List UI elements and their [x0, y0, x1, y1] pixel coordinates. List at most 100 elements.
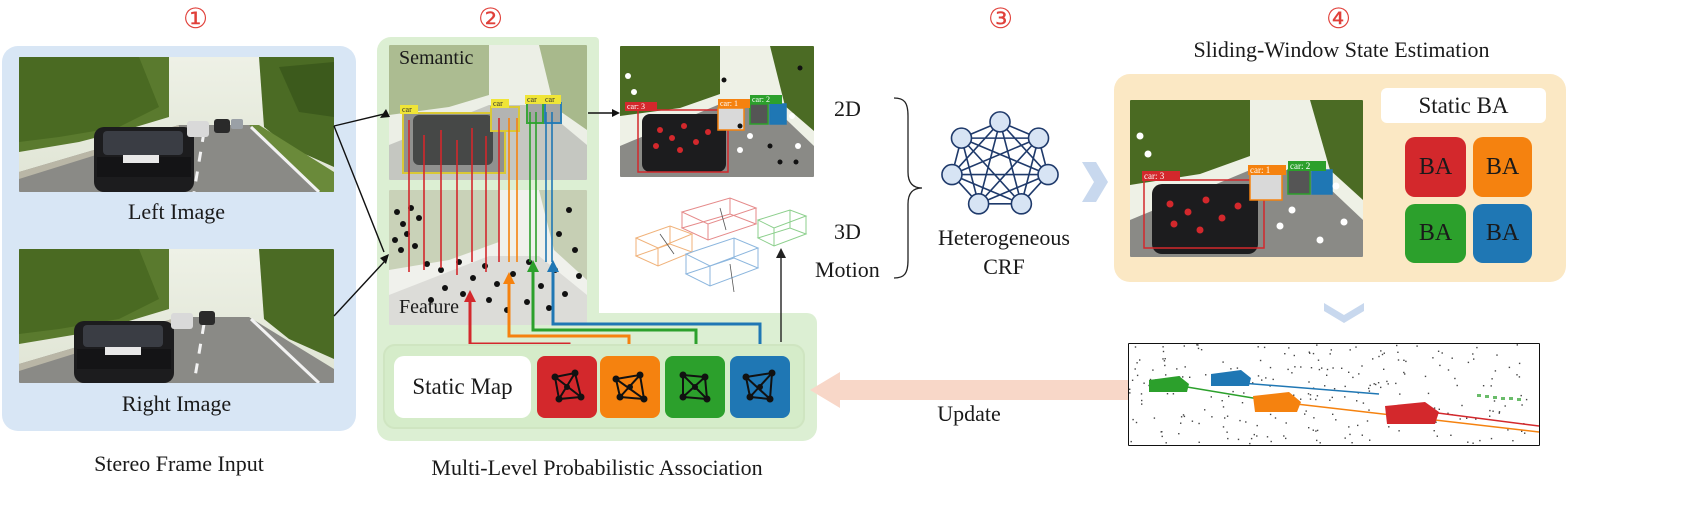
map-point	[1272, 378, 1274, 381]
map-point	[1287, 368, 1289, 371]
map-point	[1368, 409, 1370, 411]
map-point	[1378, 355, 1380, 358]
map-point	[1221, 400, 1223, 402]
map-point	[1403, 371, 1405, 374]
map-point	[1312, 429, 1314, 431]
map-point	[1316, 395, 1319, 397]
map-point	[1368, 390, 1371, 392]
map-point	[1369, 439, 1371, 441]
map-point	[1165, 374, 1167, 376]
map-point	[1494, 370, 1497, 372]
map-point	[1307, 393, 1310, 395]
dynamic-map-red	[537, 356, 597, 418]
map-point	[1129, 388, 1131, 390]
map-point	[1305, 410, 1307, 412]
graph-icon	[679, 371, 711, 403]
map-point	[1259, 359, 1262, 362]
map-point	[1308, 427, 1310, 429]
map-point	[1335, 419, 1337, 421]
map-point	[1333, 388, 1336, 390]
map-point	[1300, 366, 1302, 368]
map-point	[1366, 420, 1369, 422]
map-point	[1288, 347, 1290, 349]
crf-node	[1010, 193, 1033, 215]
crf-edge	[999, 121, 1049, 176]
feature-label: Feature	[399, 296, 459, 318]
crf-node	[989, 111, 1011, 133]
tracking-car-tag-1: car: 1	[720, 99, 738, 108]
map-point	[1136, 362, 1138, 364]
chevron-down-icon	[1324, 303, 1364, 323]
map-point	[1341, 367, 1343, 369]
crf-edge	[961, 137, 1049, 176]
map-point	[1316, 439, 1318, 442]
map-point	[1162, 350, 1165, 353]
map-point	[1450, 434, 1452, 436]
map-point	[1283, 435, 1285, 437]
map-point	[1163, 360, 1166, 362]
map-point	[1129, 392, 1131, 394]
map-point	[1210, 396, 1212, 398]
map-point	[1257, 375, 1260, 377]
ba-tile-red: BA	[1405, 137, 1466, 197]
map-point	[1395, 382, 1397, 385]
map-point	[1143, 382, 1145, 384]
tracking-car-tag-3: car: 3	[627, 102, 645, 111]
map-point	[1132, 418, 1134, 421]
map-point	[1516, 344, 1518, 346]
map-point	[1329, 353, 1331, 355]
map-point	[1361, 365, 1363, 367]
graph-icon	[742, 369, 776, 403]
map-point	[1473, 358, 1475, 360]
map-point	[1228, 395, 1230, 398]
map-point	[1313, 417, 1315, 419]
crf-title-line1: Heterogeneous	[938, 225, 1070, 250]
map-point	[1245, 421, 1247, 423]
map-point	[1141, 403, 1143, 405]
state-car-tag-3: car: 3	[1144, 171, 1165, 181]
crf-edge	[978, 173, 1049, 205]
map-point	[1459, 418, 1461, 420]
update-arrow	[810, 372, 1128, 408]
map-point	[1472, 442, 1474, 444]
crf-edge	[978, 137, 1040, 205]
state-estimation-image: car: 3 car: 1 car: 2	[1130, 100, 1363, 257]
map-point	[1222, 426, 1225, 428]
map-point	[1293, 354, 1295, 357]
map-point	[1352, 376, 1354, 379]
map-point	[1433, 430, 1435, 432]
map-point	[1256, 435, 1258, 437]
map-point	[1321, 367, 1323, 369]
map-point	[1183, 345, 1185, 347]
map-point	[1198, 422, 1200, 425]
map-point	[1331, 396, 1333, 399]
map-point	[1172, 393, 1175, 395]
map-point	[1416, 345, 1418, 347]
map-point	[1317, 359, 1320, 361]
map-point	[1405, 360, 1407, 363]
map-point	[1135, 421, 1138, 424]
map-point	[1149, 378, 1152, 381]
map-point	[1344, 385, 1346, 388]
map-point	[1467, 441, 1469, 443]
map-point	[1162, 358, 1164, 360]
map-point	[1351, 442, 1353, 444]
map-point	[1373, 383, 1375, 385]
map-point	[1326, 374, 1328, 376]
static-ba-box: Static BA	[1381, 88, 1546, 123]
map-point	[1196, 344, 1198, 346]
map-point	[1383, 352, 1385, 354]
map-point	[1136, 374, 1139, 377]
map-point	[1226, 415, 1229, 417]
chevron-right-icon	[1082, 162, 1108, 202]
map-point	[1332, 367, 1334, 369]
semantic-car-tag-2: car	[493, 99, 503, 108]
map-point	[1256, 424, 1258, 427]
map-point	[1461, 404, 1463, 407]
map-point	[1489, 409, 1491, 412]
map-point	[1498, 411, 1501, 413]
map-point	[1493, 400, 1496, 402]
map-point	[1249, 442, 1251, 445]
map-point	[1134, 368, 1136, 370]
